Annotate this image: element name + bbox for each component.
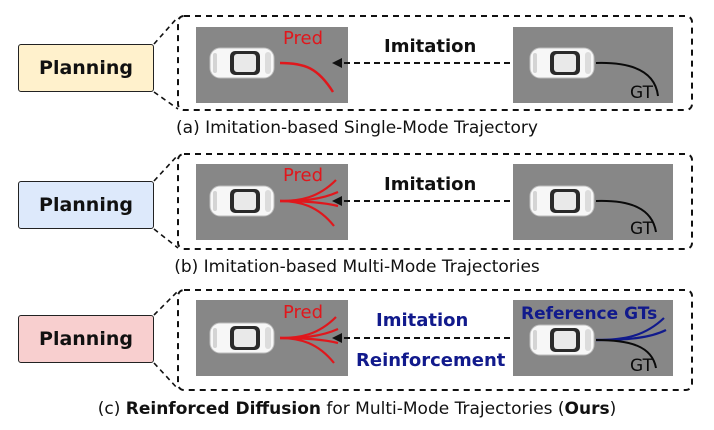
caption-a: (a) Imitation-based Single-Mode Trajecto… bbox=[0, 118, 714, 138]
caption-a-text: (a) Imitation-based Single-Mode Trajecto… bbox=[176, 118, 538, 138]
connector-top-c bbox=[153, 290, 179, 316]
car-icon bbox=[209, 322, 275, 354]
pred-label: Pred bbox=[283, 302, 323, 323]
connector-bottom-b bbox=[153, 228, 179, 249]
planning-box-a: Planning bbox=[18, 44, 154, 92]
reinforcement-label: Reinforcement bbox=[356, 350, 506, 371]
caption-c-bold-method: Reinforced Diffusion bbox=[125, 399, 321, 419]
caption-c-prefix: (c) bbox=[97, 399, 126, 419]
dashed-frame-b bbox=[177, 153, 693, 250]
row-a: Pred Imitation GT bbox=[153, 15, 693, 111]
planning-box-b: Planning bbox=[18, 181, 154, 229]
planning-label: Planning bbox=[39, 328, 133, 350]
pred-label: Pred bbox=[283, 165, 323, 186]
car-icon bbox=[529, 185, 595, 217]
connector-top-b bbox=[153, 154, 179, 182]
row-b: Pred Imitation GT bbox=[153, 153, 693, 250]
dashed-frame-a bbox=[177, 15, 693, 111]
gt-trajectory bbox=[595, 199, 657, 233]
pred-trajectory bbox=[279, 336, 335, 364]
car-icon bbox=[529, 47, 595, 79]
connector-bottom-a bbox=[153, 91, 179, 110]
pred-trajectory bbox=[279, 61, 335, 93]
row-c: Pred Imitation Reinforcement Reference G… bbox=[153, 289, 693, 391]
caption-b: (b) Imitation-based Multi-Mode Trajector… bbox=[0, 257, 714, 277]
imitation-label: Imitation bbox=[376, 310, 468, 331]
pred-label: Pred bbox=[283, 28, 323, 49]
connector-top-a bbox=[153, 16, 179, 45]
dashed-frame-c bbox=[177, 289, 693, 391]
gt-label: GT bbox=[630, 219, 654, 239]
gt-trajectory bbox=[595, 61, 659, 97]
planning-label: Planning bbox=[39, 57, 133, 79]
caption-c: (c) Reinforced Diffusion for Multi-Mode … bbox=[0, 399, 714, 419]
connector-bottom-c bbox=[153, 362, 179, 390]
pred-trajectory bbox=[279, 199, 335, 227]
planning-label: Planning bbox=[39, 194, 133, 216]
gt-trajectory bbox=[595, 339, 657, 369]
car-icon bbox=[209, 185, 275, 217]
imitation-label: Imitation bbox=[384, 36, 476, 57]
caption-c-bold-ours: Ours bbox=[564, 399, 610, 419]
reference-gts-label: Reference GTs bbox=[521, 304, 657, 324]
planning-box-c: Planning bbox=[18, 315, 154, 363]
gt-label: GT bbox=[630, 83, 654, 103]
car-icon bbox=[209, 47, 275, 79]
caption-c-suffix: ) bbox=[609, 399, 617, 419]
car-icon bbox=[529, 324, 595, 356]
caption-c-mid: for Multi-Mode Trajectories ( bbox=[321, 399, 565, 419]
imitation-label: Imitation bbox=[384, 174, 476, 195]
caption-b-text: (b) Imitation-based Multi-Mode Trajector… bbox=[174, 257, 540, 277]
gt-label: GT bbox=[630, 356, 654, 376]
